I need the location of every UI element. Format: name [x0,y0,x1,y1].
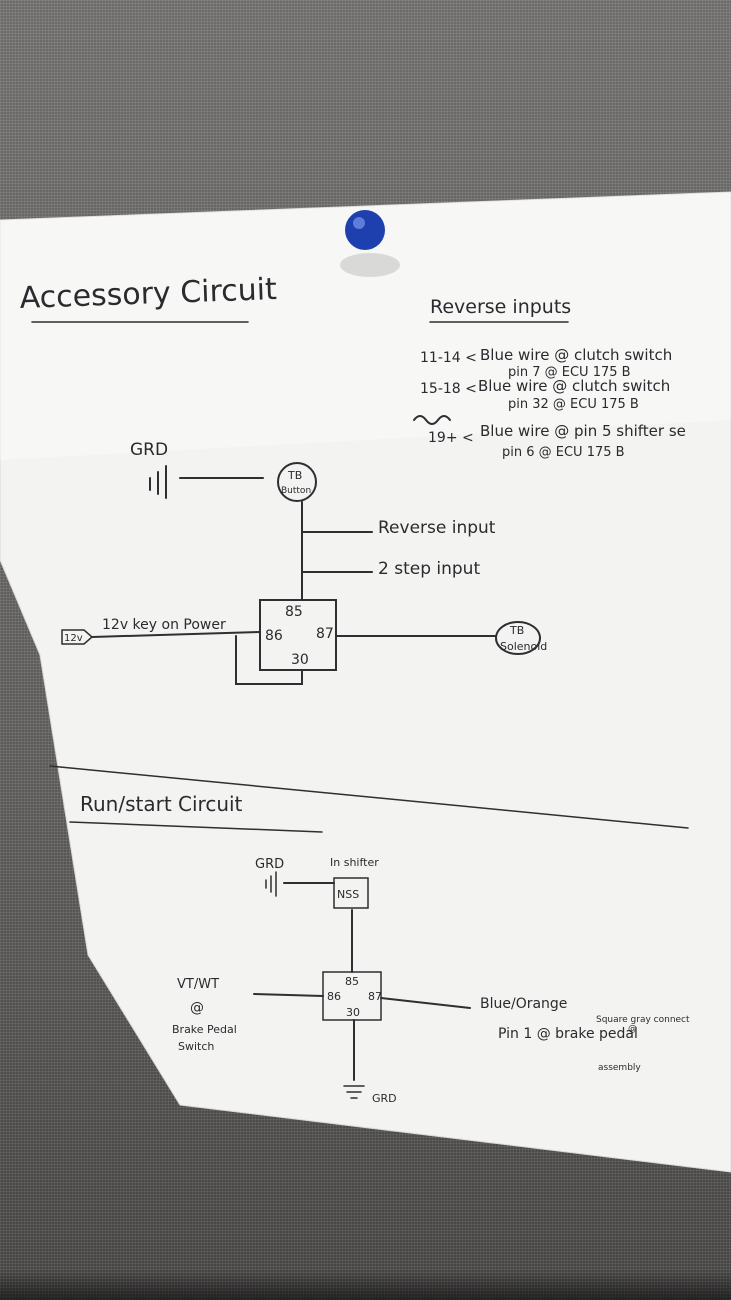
runstart-circuit-title: Run/start Circuit [80,792,243,816]
power-jumper-wire [235,635,303,685]
shifter-label: In shifter [330,856,379,869]
svg-text:11-14 <: 11-14 < [420,350,477,366]
ground-symbol-icon [149,465,167,499]
push-pin-icon [340,210,400,277]
tb-solenoid-label-1: TB [509,624,524,637]
brake-switch-label-1: Brake Pedal [172,1023,237,1036]
paper-shade [0,192,731,460]
power-label: 12v key on Power [102,617,226,633]
nss-label: NSS [337,888,359,901]
power-tag-outline [61,629,94,645]
scribble-mark [413,415,451,425]
relay-pin-87: 87 [316,626,334,642]
bottom-shadow [0,1270,731,1300]
tb-solenoid-label-2: Solenoid [500,640,547,653]
runstart-ground-symbol-icon [265,871,277,897]
relay-to-pin1-wire [380,997,471,1009]
connector-label-2: @ [628,1024,637,1034]
reverse-input-line-1: 11-14 < Blue wire @ clutch switch pin 7 … [420,346,672,380]
vt-at-symbol: @ [190,1000,204,1016]
brake-switch-label-2: Switch [178,1040,214,1053]
reverse-inputs-heading: Reverse inputs [430,296,571,318]
runstart-relay-pin-30: 30 [346,1006,360,1019]
runstart-grd-top: GRD [255,857,284,872]
nss-box [333,877,369,909]
svg-text:Blue wire @ clutch switch: Blue wire @ clutch switch [478,377,670,395]
svg-text:Blue wire @ clutch switch: Blue wire @ clutch switch [480,346,672,364]
svg-text:pin 6 @ ECU 175 B: pin 6 @ ECU 175 B [502,445,625,460]
tb-button-label-1: TB [287,469,302,482]
svg-text:Blue wire @ pin 5 shifter se: Blue wire @ pin 5 shifter se [480,422,686,440]
runstart-title-underline [69,821,323,833]
runstart-relay-pin-86: 86 [327,990,341,1003]
relay-pin-85: 85 [285,604,303,620]
vt-label: VT/WT [177,977,219,992]
svg-text:pin 32 @ ECU 175 B: pin 32 @ ECU 175 B [508,397,639,412]
runstart-relay-pin-85: 85 [345,975,359,988]
svg-text:19+ <: 19+ < [428,430,474,446]
bottom-grd-label: GRD [372,1092,397,1105]
power-tag-label: 12v [64,633,83,644]
bottom-ground-symbol-icon [343,1085,365,1099]
reverse-input-line-2: 15-18 < Blue wire @ clutch switch pin 32… [420,377,670,412]
relay-pin-30: 30 [291,652,309,668]
reverse-input-line-3: 19+ < Blue wire @ pin 5 shifter se pin 6… [413,415,686,460]
pin-1-label: Pin 1 @ brake pedal [498,1026,638,1042]
two-step-input-label: 2 step input [378,559,480,579]
power-wire [91,631,261,638]
tb-button-label-2: Button [281,486,311,496]
svg-text:15-18 <: 15-18 < [420,381,477,397]
brake-switch-wire [253,993,324,997]
tb-solenoid-oval [495,621,541,655]
connector-label-1: Square gray connect [596,1015,690,1025]
reverse-input-label: Reverse input [378,518,496,538]
blue-orange-label: Blue/Orange [480,996,567,1012]
svg-text:pin 7 @ ECU 175 B: pin 7 @ ECU 175 B [508,365,631,380]
accessory-grd-label: GRD [130,440,168,460]
connector-label-3: assembly [598,1063,641,1073]
paper-sheet [0,191,731,1173]
section-divider [49,765,689,829]
tb-button-circle [277,462,317,502]
relay-pin-86: 86 [265,628,283,644]
runstart-relay-pin-87: 87 [368,990,382,1003]
